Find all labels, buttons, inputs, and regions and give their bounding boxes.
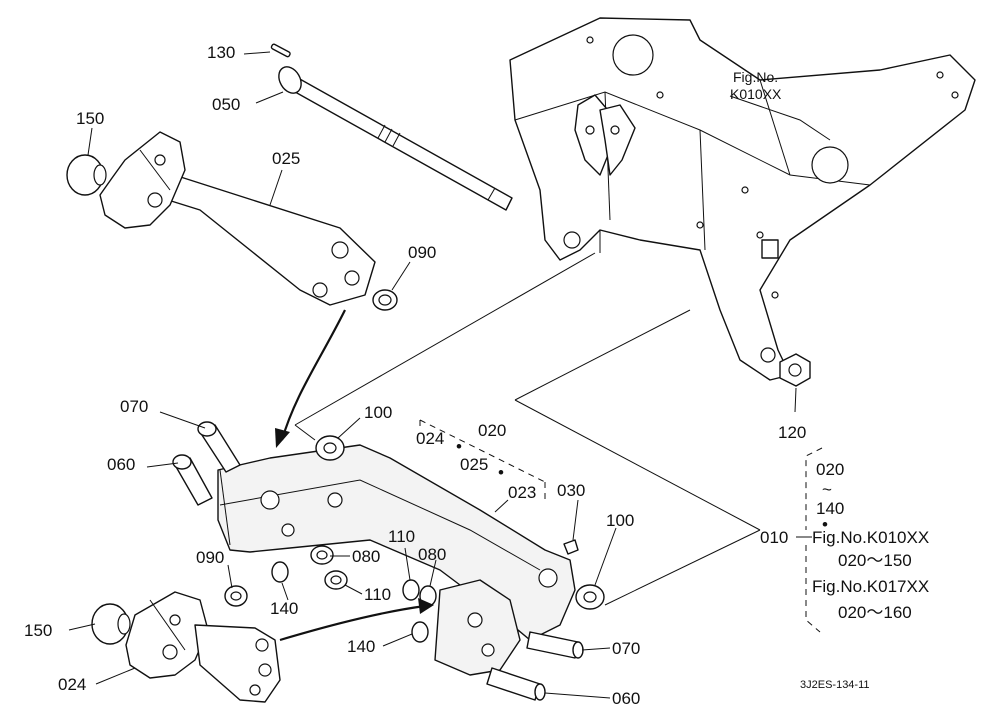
bush-090-bottom — [224, 585, 248, 607]
assembly-guide-lines — [294, 230, 761, 606]
main-frame — [509, 17, 976, 381]
callout-080-a: 080 — [418, 545, 446, 564]
bush-090-top — [372, 289, 398, 311]
leader-lines — [68, 51, 831, 699]
legend-tilde: ~ — [822, 480, 832, 499]
assembly-legend: 020 ~ 140 • 010 Fig.No.K010XX 020～150 Fi… — [760, 447, 929, 633]
group-dashed-bracket — [419, 419, 546, 500]
bracket-plate-024 — [434, 579, 521, 676]
callout-023: 023 — [508, 483, 536, 502]
lower-link-025 — [164, 171, 376, 306]
washer-080-a — [310, 545, 334, 565]
pin-130 — [270, 43, 291, 58]
bolt-030 — [563, 539, 579, 555]
callout-080-b: 080 — [352, 547, 380, 566]
assembly-arrow-bottom — [279, 598, 434, 642]
legend-range1: 020～150 — [838, 551, 912, 570]
legend-dot: • — [822, 515, 828, 534]
legend-code: 010 — [760, 528, 788, 547]
callout-024-bottom: 024 — [58, 675, 86, 694]
callout-120: 120 — [778, 423, 806, 442]
legend-ref1: Fig.No.K010XX — [812, 528, 929, 547]
legend-range2: 020～160 — [838, 603, 912, 622]
legend-ref2: Fig.No.K017XX — [812, 577, 929, 596]
ball-150-top — [66, 154, 107, 196]
ball-150-bottom — [91, 603, 131, 645]
callout-100-right: 100 — [606, 511, 634, 530]
clip-140-a — [271, 561, 289, 583]
callout-070-left: 070 — [120, 397, 148, 416]
assembly-arrow-top — [275, 309, 346, 448]
group-dot-1: • — [456, 437, 462, 456]
pin-060-left — [172, 454, 213, 506]
callout-150-bottom: 150 — [24, 621, 52, 640]
bush-100-top — [315, 435, 345, 461]
callout-025: 025 — [272, 149, 300, 168]
shaft-050 — [278, 66, 513, 211]
callout-025-group: 025 — [460, 455, 488, 474]
callout-060-right: 060 — [612, 689, 640, 708]
callout-030: 030 — [557, 481, 585, 500]
callout-090-top: 090 — [408, 243, 436, 262]
hook-top — [99, 131, 186, 229]
legend-range-start: 020 — [816, 460, 844, 479]
drawing-id: 3J2ES-134-11 — [800, 679, 870, 691]
callout-090-bottom: 090 — [196, 548, 224, 567]
callout-100-top: 100 — [364, 403, 392, 422]
callout-060-left: 060 — [107, 455, 135, 474]
pin-070-right — [526, 631, 584, 659]
washer-110-a — [324, 570, 348, 590]
callout-110-b: 110 — [364, 585, 391, 604]
callout-150-top: 150 — [76, 109, 104, 128]
callout-130: 130 — [207, 43, 235, 62]
clip-140-b — [411, 621, 429, 643]
callout-110-a: 110 — [388, 527, 415, 546]
pin-060-right — [486, 667, 546, 701]
group-dot-2: • — [498, 463, 504, 482]
callout-020-group: 020 — [478, 421, 506, 440]
callout-140-b: 140 — [347, 637, 375, 656]
pin-070-left — [197, 421, 241, 473]
callout-070-right: 070 — [612, 639, 640, 658]
nut-120 — [779, 353, 811, 387]
callout-labels: 130 050 150 025 090 Fig.No. K010XX 070 1… — [24, 43, 806, 708]
callout-050: 050 — [212, 95, 240, 114]
bush-100-right — [575, 584, 605, 610]
fig-ref-line1: Fig.No. — [733, 69, 778, 85]
callout-024-group: 024 — [416, 429, 444, 448]
lower-link-024 — [194, 624, 281, 703]
hook-bottom — [125, 591, 209, 679]
fig-ref-line2: K010XX — [730, 86, 782, 102]
washer-110-b — [402, 579, 420, 601]
legend-range-end: 140 — [816, 499, 844, 518]
callout-140-a: 140 — [270, 599, 298, 618]
